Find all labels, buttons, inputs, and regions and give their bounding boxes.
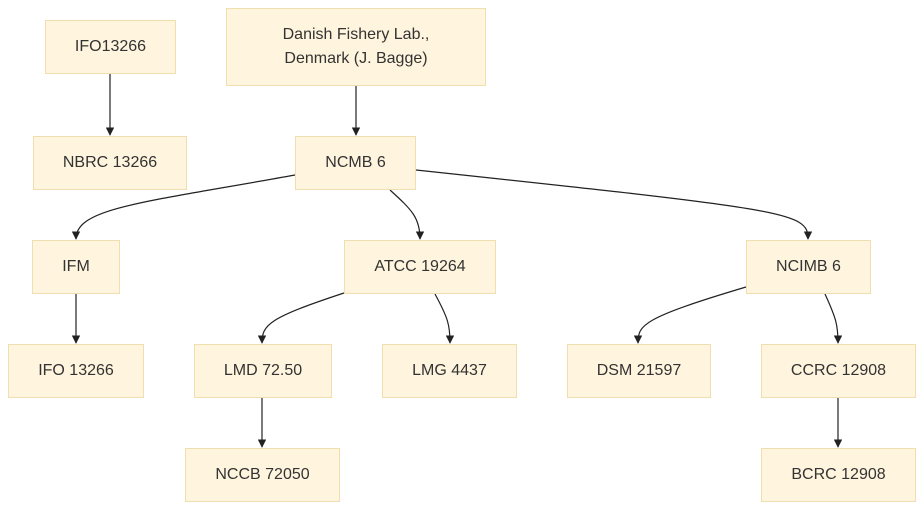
edge-ncmb6-ifm xyxy=(71,174,296,240)
node-label: DSM 21597 xyxy=(596,362,682,379)
edge-ncmb6-ncimb6 xyxy=(415,169,813,240)
node-label: NCCB 72050 xyxy=(215,466,310,483)
edge-ncimb6-dsm21597 xyxy=(633,286,747,344)
node-label: NCMB 6 xyxy=(325,154,386,171)
node-lmg-4437: LMG 4437 xyxy=(382,344,517,398)
node-dsm-21597: DSM 21597 xyxy=(567,344,711,398)
node-label: IFO13266 xyxy=(74,38,147,55)
node-label: BCRC 12908 xyxy=(791,466,886,483)
edge-atcc19264-lmg4437 xyxy=(434,293,455,344)
node-label: NBRC 13266 xyxy=(62,154,158,171)
node-ifo-13266: IFO 13266 xyxy=(8,344,144,398)
edge-ncimb6-ccrc12908 xyxy=(824,293,843,344)
node-label: ATCC 19264 xyxy=(374,258,466,275)
node-label-line-2: Denmark (J. Bagge) xyxy=(284,50,428,67)
edge-ncmb6-atcc19264 xyxy=(389,189,425,240)
node-ncimb-6: NCIMB 6 xyxy=(746,240,871,294)
edge-atcc19264-lmd7250 xyxy=(257,292,345,344)
node-label: CCRC 12908 xyxy=(790,362,887,379)
node-ifo13266-source: IFO13266 xyxy=(45,20,176,74)
node-label: NCIMB 6 xyxy=(776,258,841,275)
node-label-line-1: Danish Fishery Lab., xyxy=(282,26,430,43)
node-bcrc-12908: BCRC 12908 xyxy=(761,448,916,502)
node-nccb-72050: NCCB 72050 xyxy=(185,448,340,502)
node-label: IFO 13266 xyxy=(38,362,114,379)
node-ccrc-12908: CCRC 12908 xyxy=(761,344,916,398)
node-label: LMG 4437 xyxy=(412,362,487,379)
node-ifm: IFM xyxy=(32,240,120,294)
node-ncmb-6: NCMB 6 xyxy=(295,136,416,190)
node-label: LMD 72.50 xyxy=(223,362,303,379)
node-lmd-72-50: LMD 72.50 xyxy=(194,344,332,398)
node-danish-fishery-lab: Danish Fishery Lab., Denmark (J. Bagge) xyxy=(226,8,486,86)
node-nbrc-13266: NBRC 13266 xyxy=(33,136,187,190)
node-label: IFM xyxy=(62,258,90,275)
node-atcc-19264: ATCC 19264 xyxy=(344,240,496,294)
